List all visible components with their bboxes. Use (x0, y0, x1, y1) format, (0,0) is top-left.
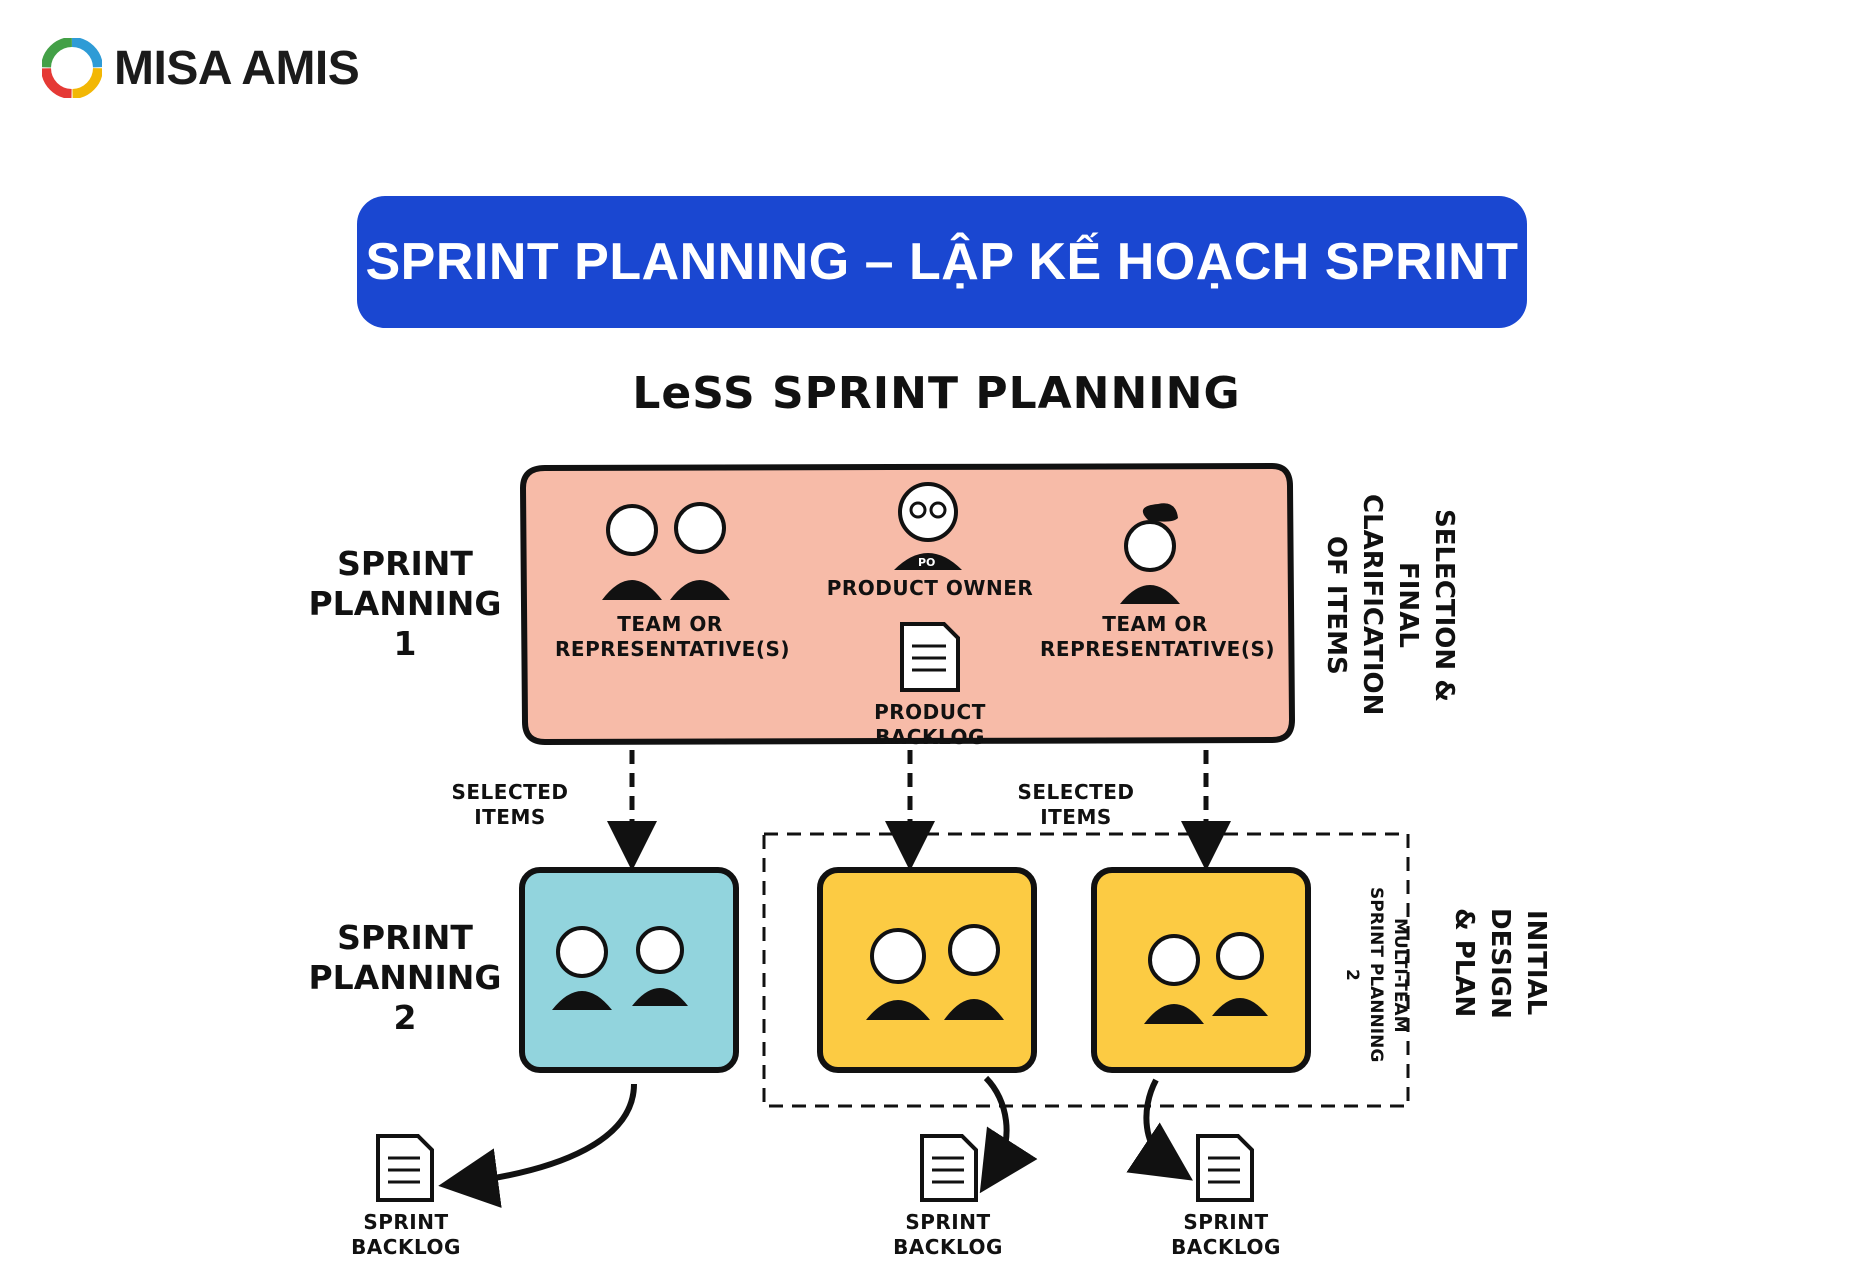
sprint-planning-2-yellow-box-2 (1091, 867, 1311, 1073)
team-left-label: TEAM OR REPRESENTATIVE(S) (555, 612, 791, 662)
product-backlog-label: PRODUCT BACKLOG (874, 700, 986, 749)
sprint-backlog-document-icon-3 (1196, 1134, 1254, 1202)
team-left-line2: REPRESENTATIVE(S) (555, 637, 791, 661)
sprint-backlog-label-1: SPRINT BACKLOG (351, 1210, 461, 1259)
sprint-planning-2-label: SPRINT PLANNING 2 (300, 918, 510, 1038)
yellow-team-1-people-icon (866, 924, 1004, 1020)
yellow-team-2-people-icon (1144, 932, 1268, 1024)
sprint-backlog-document-icon-1 (376, 1134, 434, 1202)
banner-title: SPRINT PLANNING – LẬP KẾ HOẠCH SPRINT (365, 233, 1519, 291)
multi-team-label: MULTI-TEAM SPRINT PLANNING 2 (1340, 880, 1412, 1070)
selection-clarification-label: SELECTION & FINAL CLARIFICATION OF ITEMS (1318, 470, 1462, 740)
selection-line1: SELECTION & FINAL (1393, 508, 1459, 702)
multi-team-dashed-box (762, 832, 1410, 1108)
sp2-label-line1: SPRINT (337, 918, 473, 957)
team-left-people-icon (602, 502, 730, 600)
po-badge: PO (918, 556, 935, 569)
sp1-label-line1: SPRINT (337, 544, 473, 583)
sprint-backlog-label-3: SPRINT BACKLOG (1171, 1210, 1281, 1259)
multi-team-line2: SPRINT PLANNING 2 (1342, 887, 1386, 1063)
backlog-arrow-2 (979, 1075, 1038, 1194)
multi-team-line1: MULTI-TEAM (1390, 917, 1410, 1033)
diagram-title: LeSS SPRINT PLANNING (632, 368, 1241, 419)
sprint-planning-1-label: SPRINT PLANNING 1 (300, 544, 510, 664)
sp1-label-line2: PLANNING 1 (308, 584, 502, 663)
sprint-backlog-document-icon-2 (920, 1134, 978, 1202)
team-right-line2: REPRESENTATIVE(S) (1040, 637, 1276, 661)
product-owner-icon: PO (894, 482, 962, 570)
product-owner-label: PRODUCT OWNER (826, 576, 1034, 600)
teal-team-people-icon (552, 926, 688, 1010)
backlog-arrow-3 (1126, 1078, 1193, 1181)
team-right-line1: TEAM OR (1102, 612, 1208, 636)
initial-design-label: INITIAL DESIGN & PLAN (1446, 858, 1554, 1068)
initial-design-line2: & PLAN (1449, 908, 1479, 1018)
team-left-line1: TEAM OR (617, 612, 723, 636)
brand-name: MISA AMIS (114, 41, 360, 95)
backlog-arrow-1 (438, 1083, 637, 1208)
selection-line3: OF ITEMS (1321, 535, 1351, 675)
product-backlog-document-icon (900, 622, 960, 692)
sprint-planning-2-yellow-box-1 (817, 867, 1037, 1073)
selected-items-right-label: SELECTED ITEMS (1017, 780, 1135, 829)
team-right-label: TEAM OR REPRESENTATIVE(S) (1040, 612, 1276, 662)
sprint-backlog-label-2: SPRINT BACKLOG (893, 1210, 1003, 1259)
brand-logo: MISA AMIS (42, 38, 360, 98)
title-banner: SPRINT PLANNING – LẬP KẾ HOẠCH SPRINT (357, 196, 1527, 328)
selection-line2: CLARIFICATION (1357, 494, 1387, 716)
selected-items-left-label: SELECTED ITEMS (451, 780, 569, 829)
team-right-person-icon (1120, 503, 1180, 604)
sprint-planning-2-teal-box (519, 867, 739, 1073)
misa-logo-icon (42, 38, 102, 98)
sp2-label-line2: PLANNING 2 (308, 958, 502, 1037)
initial-design-line1: INITIAL DESIGN (1485, 907, 1551, 1019)
